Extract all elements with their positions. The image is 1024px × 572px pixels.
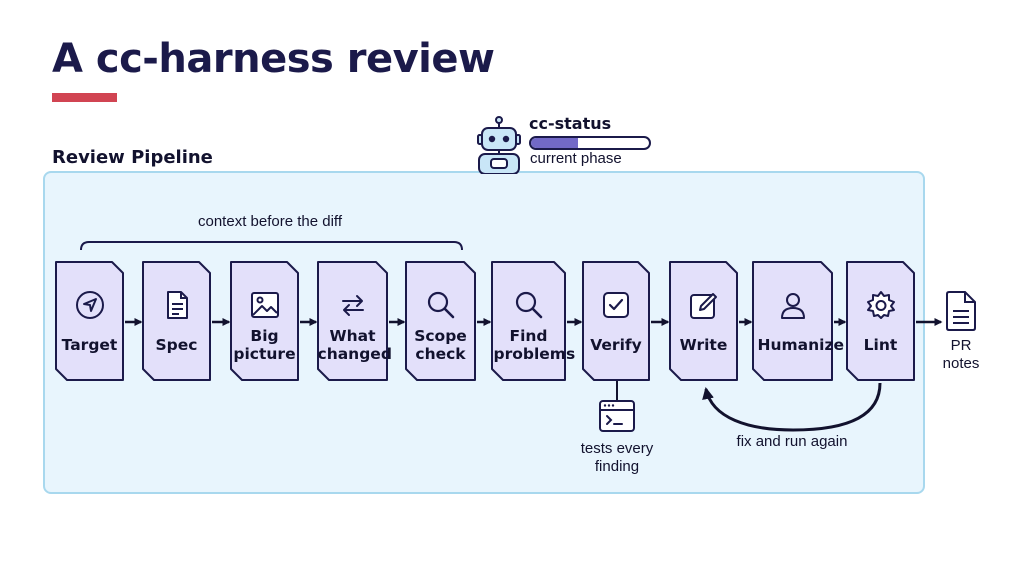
stage-spec: Spec: [142, 261, 211, 381]
pr-notes-document-icon: [946, 291, 976, 331]
document-icon: [166, 291, 188, 319]
stage-scope-check: Scope check: [405, 261, 476, 381]
stage-target: Target: [55, 261, 124, 381]
magnifier-icon: [515, 291, 542, 319]
person-icon: [780, 293, 805, 319]
pencil-icon: [689, 293, 717, 319]
context-brace-label: context before the diff: [198, 213, 342, 230]
slide-title: A cc-harness review: [52, 36, 495, 82]
phase-progress-fill: [531, 138, 579, 148]
stage-label: Target: [61, 336, 118, 354]
stage-label: What changed: [317, 327, 392, 363]
stage-label: Spec: [155, 336, 198, 354]
stage-card: [230, 261, 299, 381]
phase-progress-bar: [529, 136, 651, 150]
stage-verify: Verify: [582, 261, 650, 381]
stage-big-picture: Big picture: [230, 261, 299, 381]
stage-lint: Lint: [846, 261, 915, 381]
stage-label: Write: [679, 336, 728, 354]
stage-card: [317, 261, 388, 381]
swap-arrows-icon: [341, 295, 364, 316]
stage-card: [669, 261, 738, 381]
stage-write: Write: [669, 261, 738, 381]
status-subtitle: current phase: [530, 150, 622, 167]
pipeline-label: Review Pipeline: [52, 147, 213, 168]
loop-note-label: fix and run again: [736, 433, 848, 450]
stage-label: Find problems: [493, 327, 576, 363]
magnifier-icon: [427, 291, 454, 319]
checkbox-icon: [603, 292, 629, 318]
stage-card: [752, 261, 833, 381]
stage-label: Scope check: [414, 327, 467, 363]
status-title: cc-status: [529, 114, 612, 133]
stage-card: [142, 261, 211, 381]
stage-card: [55, 261, 124, 381]
stage-card: [582, 261, 650, 381]
title-underline: [52, 93, 117, 102]
stage-humanize: Humanize: [752, 261, 844, 381]
stage-label: Lint: [863, 336, 898, 354]
stage-label: Verify: [590, 336, 642, 354]
gear-icon: [866, 291, 895, 319]
image-icon: [250, 292, 279, 318]
stage-label: Big picture: [233, 327, 296, 363]
stage-find-problems: Find problems: [491, 261, 575, 381]
stage-card: [846, 261, 915, 381]
navigation-arrow-icon: [75, 291, 104, 319]
stage-card: [405, 261, 476, 381]
stage-label: Humanize: [757, 336, 845, 354]
stage-card: [491, 261, 566, 381]
robot-icon: [477, 116, 521, 174]
status-widget: cc-status current phase: [476, 114, 656, 174]
stage-what-changed: What changed: [317, 261, 392, 381]
